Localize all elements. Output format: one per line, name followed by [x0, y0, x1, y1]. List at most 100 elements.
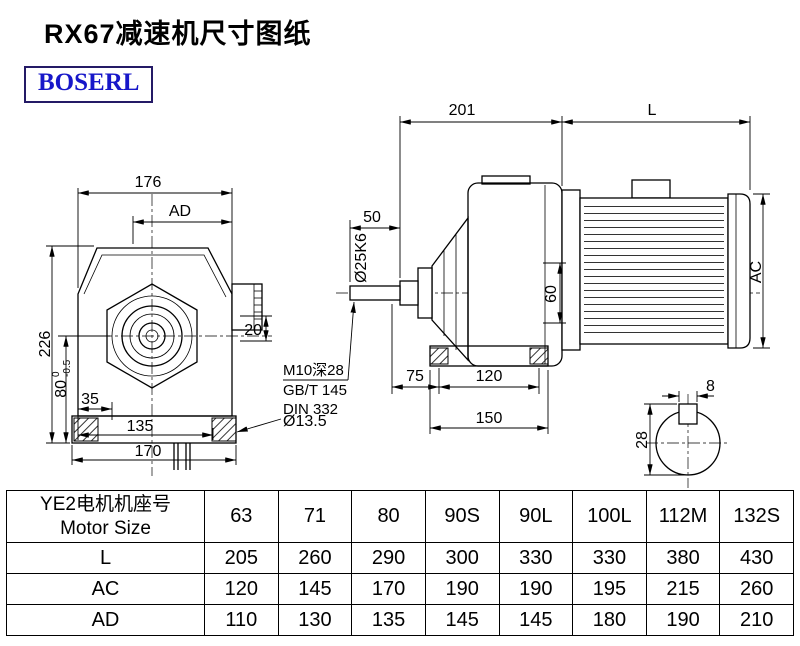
- table-cell: 330: [572, 542, 647, 574]
- side-view: [336, 175, 760, 367]
- table-cell: 145: [277, 573, 353, 605]
- dim-label-key-height: 28: [634, 431, 651, 449]
- bore-circle-3: [129, 313, 175, 359]
- bore-circle-2: [121, 305, 183, 367]
- motor-terminal-box: [631, 179, 671, 199]
- dim-label-201: 201: [449, 102, 476, 119]
- table-cell: 430: [719, 542, 794, 574]
- gearbox-housing: [467, 182, 563, 367]
- dim-label-80-group: 80 0 -0.5: [51, 359, 73, 397]
- motor-fan-cowl: [727, 193, 751, 349]
- table-cell: 290: [351, 542, 426, 574]
- dim-label-176: 176: [135, 174, 162, 191]
- row-label: L: [6, 542, 205, 574]
- table-cell: 260: [719, 573, 794, 605]
- shaft-section-view: 8 28: [634, 378, 730, 488]
- size-col-header: 100L: [572, 490, 647, 543]
- size-col-header: 63: [204, 490, 279, 543]
- shaft-step: [399, 280, 419, 306]
- dim-label-75: 75: [406, 368, 424, 385]
- row-label: AC: [6, 573, 205, 605]
- table-cell: 215: [645, 573, 721, 605]
- bore-circle-5: [145, 329, 159, 343]
- dim-label-50: 50: [363, 209, 381, 226]
- motor-flange: [561, 189, 581, 351]
- note-din-standard: DIN 332: [283, 401, 338, 418]
- dim-label-key-width: 8: [706, 378, 715, 395]
- table-cell: 190: [424, 573, 500, 605]
- table-row-AD: AD 110 130 135 145 145 180 190 210: [6, 604, 794, 636]
- dim-label-hole: Ø13.5: [283, 413, 327, 430]
- dim-label-L: L: [648, 102, 657, 119]
- table-cell: 180: [572, 604, 647, 636]
- size-col-header: 71: [277, 490, 353, 543]
- table-cell: 135: [351, 604, 426, 636]
- housing-top-boss: [481, 175, 531, 185]
- table-cell: 205: [204, 542, 279, 574]
- note-thread: M10深28: [283, 362, 344, 379]
- technical-drawing: 176 AD 226 80 0 -0.5 35: [37, 102, 770, 488]
- front-foot-right: [211, 417, 237, 442]
- table-cell: 380: [645, 542, 721, 574]
- motor-size-header-cell: YE2电机机座号 Motor Size: [6, 490, 205, 543]
- dim-label-AD: AD: [169, 203, 191, 220]
- dim-label-120: 120: [476, 368, 503, 385]
- dim-label-AC: AC: [748, 261, 765, 283]
- dim-label-80: 80: [53, 380, 70, 398]
- page-title: RX67减速机尺寸图纸: [44, 19, 312, 49]
- size-col-header: 112M: [645, 490, 721, 543]
- front-dimensions: 176 AD 226 80 0 -0.5 35: [37, 174, 327, 465]
- motor-size-header-en: Motor Size: [60, 517, 151, 539]
- dim-label-60: 60: [543, 285, 560, 303]
- table-cell: 190: [645, 604, 721, 636]
- dim-label-35: 35: [81, 391, 99, 408]
- motor-cooling-fins: [584, 204, 724, 338]
- motor-size-table: YE2电机机座号 Motor Size 63 71 80 90S 90L 100…: [6, 490, 794, 636]
- table-cell: 330: [498, 542, 574, 574]
- dim-label-80-tol-lower: -0.5: [62, 359, 73, 377]
- table-cell: 110: [204, 604, 279, 636]
- table-cell: 120: [204, 573, 279, 605]
- dim-label-150: 150: [476, 410, 503, 427]
- dim-label-170: 170: [135, 443, 162, 460]
- size-col-header: 90S: [424, 490, 500, 543]
- front-hex-boss: [106, 283, 198, 389]
- output-shaft: [349, 285, 401, 301]
- front-housing-outline: [77, 247, 233, 417]
- dim-label-shaft-dia: Ø25K6: [353, 233, 370, 283]
- shaft-collar: [417, 267, 433, 319]
- table-cell: 130: [277, 604, 353, 636]
- bore-circle-1: [111, 295, 193, 377]
- row-label: AD: [6, 604, 205, 636]
- front-connector-box: [231, 283, 263, 331]
- table-cell: 145: [424, 604, 500, 636]
- keyway: [678, 403, 698, 425]
- table-row-L: L 205 260 290 300 330 330 380 430: [6, 542, 794, 574]
- bore-circle-4: [138, 322, 166, 350]
- table-cell: 195: [572, 573, 647, 605]
- dim-label-226: 226: [37, 331, 54, 358]
- table-cell: 260: [277, 542, 353, 574]
- table-row-AC: AC 120 145 170 190 190 195 215 260: [6, 573, 794, 605]
- table-cell: 210: [719, 604, 794, 636]
- gearbox-bell: [431, 216, 469, 362]
- front-housing-inner-line: [83, 254, 227, 298]
- motor-size-header-cn: YE2电机机座号: [40, 493, 171, 515]
- side-dimensions: 201 L 50 Ø25K6 60 AC M10深28 GB/T 145 DIN…: [283, 102, 770, 434]
- note-gb-standard: GB/T 145: [283, 382, 347, 399]
- table-cell: 300: [424, 542, 500, 574]
- front-view: [58, 194, 272, 476]
- size-col-header: 80: [351, 490, 426, 543]
- dim-label-80-tol-upper: 0: [51, 371, 62, 377]
- side-foot-left: [429, 347, 449, 365]
- dim-label-135: 135: [127, 418, 154, 435]
- brand-logo: BOSERL: [24, 66, 154, 103]
- table-cell: 190: [498, 573, 574, 605]
- table-header-row: YE2电机机座号 Motor Size 63 71 80 90S 90L 100…: [6, 490, 794, 543]
- table-cell: 145: [498, 604, 574, 636]
- size-col-header: 90L: [498, 490, 574, 543]
- side-foot-right: [529, 347, 549, 365]
- size-col-header: 132S: [719, 490, 794, 543]
- dim-label-20: 20: [244, 322, 262, 339]
